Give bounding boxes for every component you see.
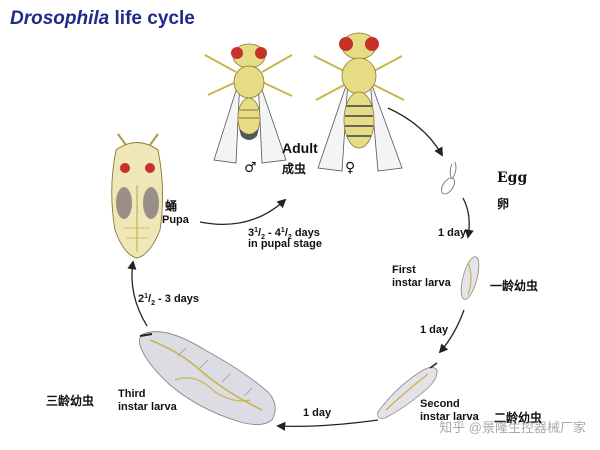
second-larva-label-line1: Second <box>420 398 460 410</box>
pupa-label: Pupa <box>162 214 189 226</box>
third-larva-label-line2: instar larva <box>118 401 177 413</box>
duration-second-to-third: 1 day <box>303 407 332 419</box>
duration-pupal-stage: 31/2 - 41/2 days <box>248 227 320 242</box>
arrow-pupa-to-adult <box>199 198 287 225</box>
arrow-third-to-pupa <box>127 260 148 327</box>
third-larva-label-line1: Third <box>118 388 146 400</box>
title-genus: Drosophila <box>10 8 110 29</box>
arrow-egg-to-first <box>462 197 474 239</box>
female-fly-illustration <box>313 32 405 172</box>
first-larva-label-line1: First <box>392 264 416 276</box>
female-symbol: ♀ <box>345 160 356 176</box>
adult-label: Adult <box>282 140 318 156</box>
first-larva-illustration <box>460 256 480 300</box>
second-larva-label-cn: 二龄幼虫 <box>494 411 543 425</box>
adult-label-cn: 成虫 <box>282 162 307 176</box>
title-rest: life cycle <box>114 8 195 29</box>
egg-illustration <box>440 161 457 195</box>
egg-label: Egg <box>497 170 528 186</box>
first-larva-label-line2: instar larva <box>392 277 451 289</box>
second-larva-label-line2: instar larva <box>420 411 479 423</box>
third-larva-label-cn: 三龄幼虫 <box>46 394 95 408</box>
duration-first-to-second: 1 day <box>420 324 449 336</box>
second-larva-illustration <box>377 362 438 419</box>
egg-label-cn: 卵 <box>497 197 510 211</box>
first-larva-label-cn: 一龄幼虫 <box>490 279 539 293</box>
page-title: Drosophila life cycle <box>10 8 195 30</box>
pupa-illustration <box>111 133 164 259</box>
duration-third-to-pupa: 21/2 - 3 days <box>138 293 200 308</box>
watermark: 知乎 @景隆生控器械厂家 <box>439 420 586 435</box>
arrow-adult-to-egg <box>387 107 443 157</box>
duration-pupal-stage-line2: in pupal stage <box>248 238 322 250</box>
arrow-first-to-second <box>438 309 465 354</box>
pupa-label-cn: 蛹 <box>165 199 178 213</box>
male-fly-illustration <box>204 43 293 164</box>
third-larva-illustration <box>138 331 276 425</box>
arrow-second-to-third <box>276 419 379 431</box>
duration-egg-to-first: 1 day <box>438 227 467 239</box>
male-symbol: ♂ <box>244 160 257 176</box>
